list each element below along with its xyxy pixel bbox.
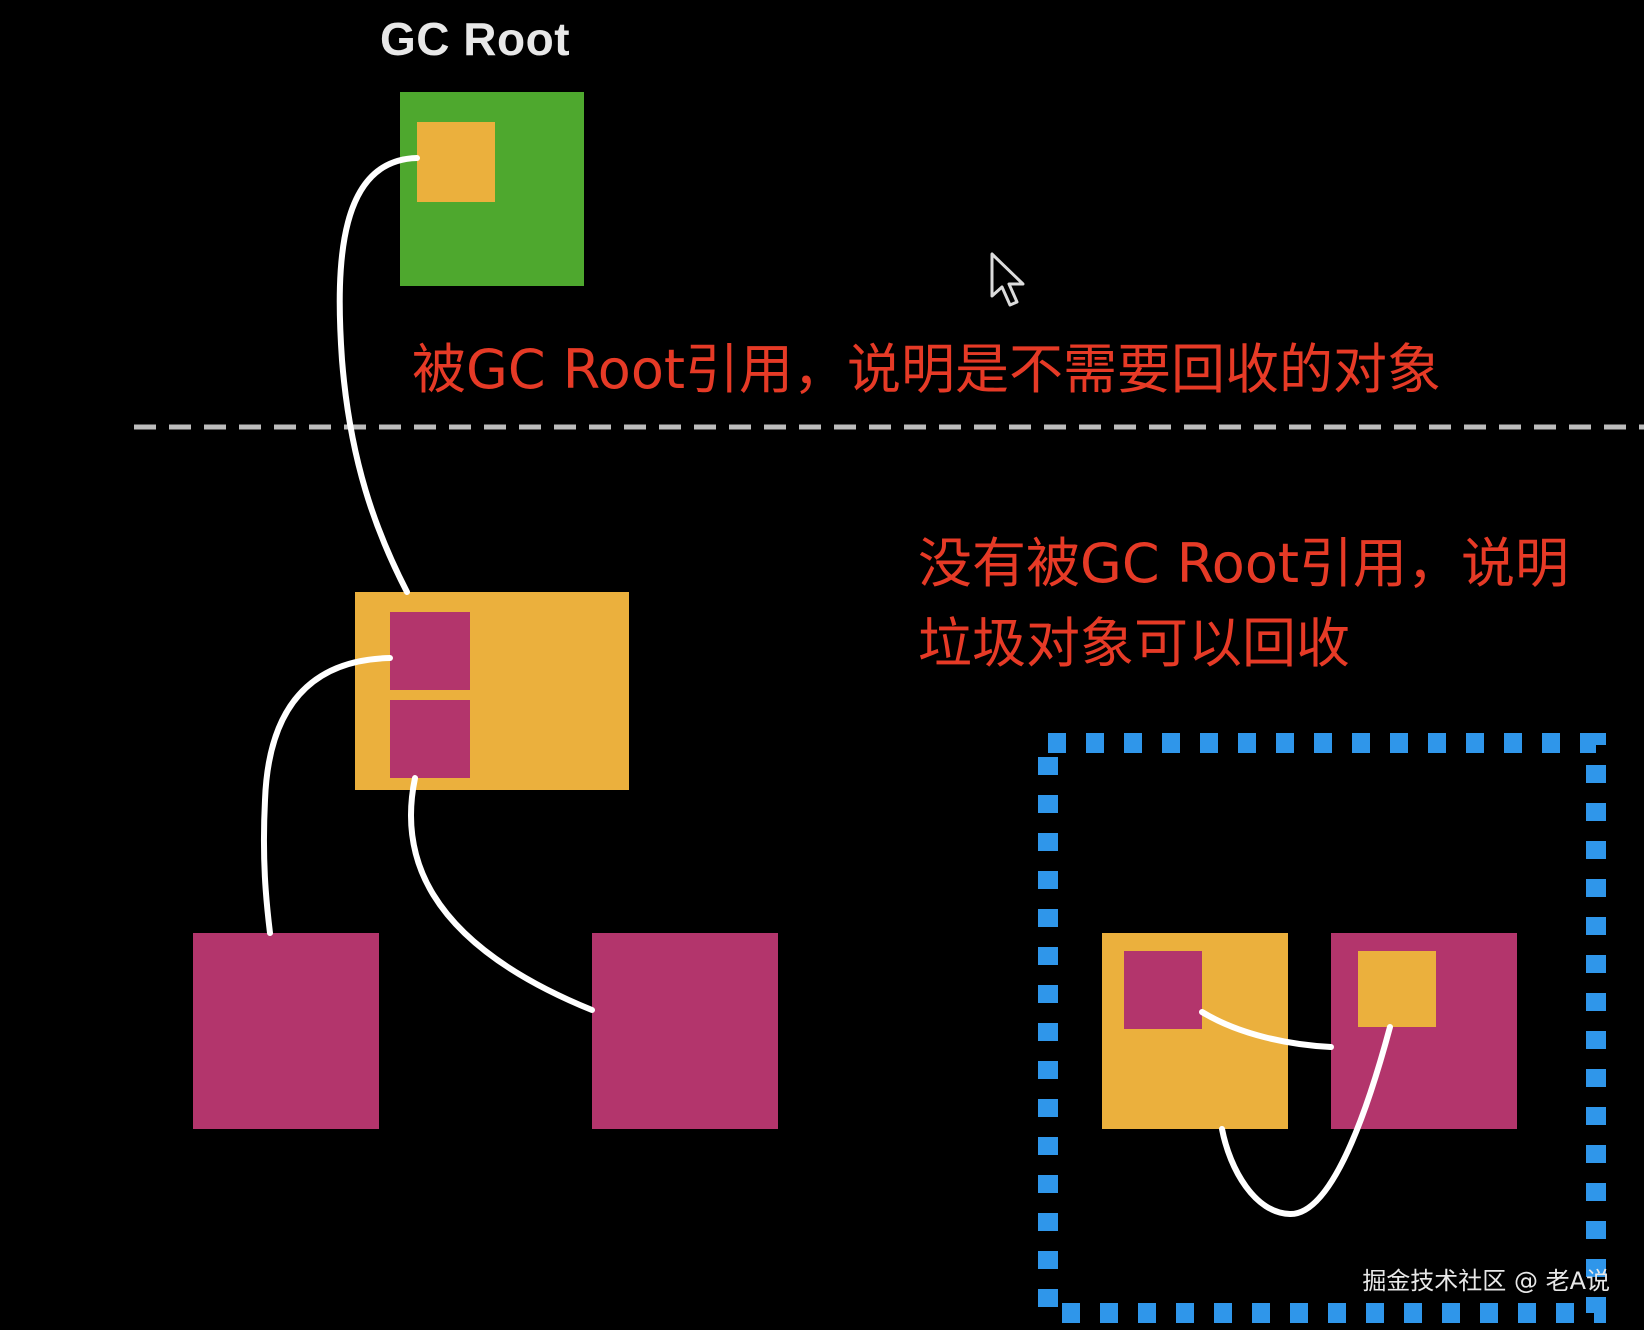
garbage-object-left-slot bbox=[1124, 951, 1202, 1029]
reference-line-garbage-left-to-right bbox=[1199, 1009, 1334, 1050]
reachable-leaf-object-left bbox=[193, 933, 379, 1129]
gc-root-label: GC Root bbox=[380, 13, 571, 65]
gc-root-reference-slot bbox=[417, 122, 495, 202]
garbage-object-right-slot bbox=[1358, 951, 1436, 1027]
caption-unreferenced-line-1: 没有被GC Root引用，说明 bbox=[918, 532, 1570, 595]
reachable-leaf-object-right bbox=[592, 933, 778, 1129]
reachable-object-slot-1 bbox=[390, 612, 470, 690]
reference-line-root-to-object bbox=[336, 155, 420, 595]
caption-unreferenced-objects: 没有被GC Root引用，说明 垃圾对象可以回收 bbox=[918, 524, 1569, 684]
caption-referenced-objects: 被GC Root引用，说明是不需要回收的对象 bbox=[412, 338, 1442, 401]
garbage-region-border bbox=[1038, 733, 1606, 1323]
mouse-cursor-icon bbox=[990, 252, 1025, 307]
reachable-object-slot-2 bbox=[390, 700, 470, 778]
reference-line-object-to-right-leaf bbox=[407, 775, 595, 1013]
watermark-text: 掘金技术社区 @ 老A说 bbox=[1362, 1267, 1610, 1295]
caption-unreferenced-line-2: 垃圾对象可以回收 bbox=[918, 612, 1350, 675]
reference-line-object-to-left-leaf bbox=[260, 655, 393, 936]
reference-line-garbage-right-to-left bbox=[1219, 1024, 1393, 1218]
